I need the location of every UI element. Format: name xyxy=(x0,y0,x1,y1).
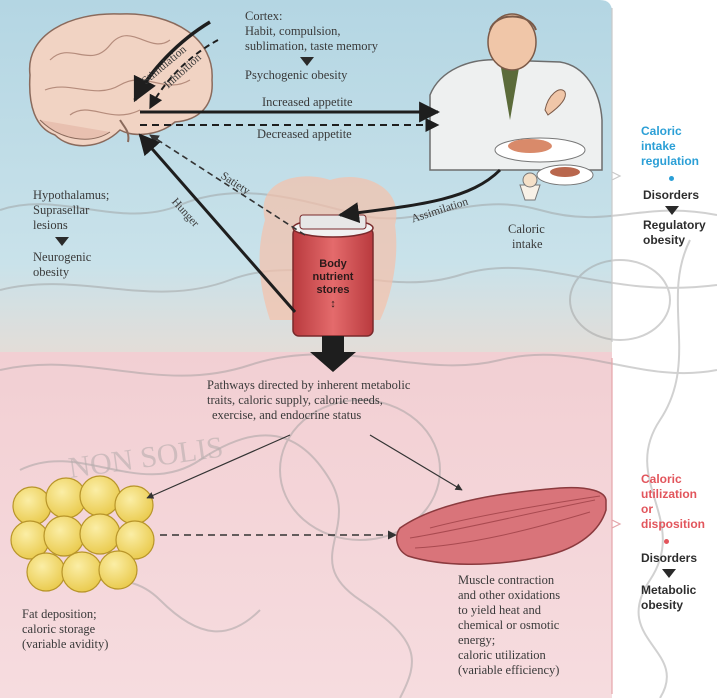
side-bottom-result-1: Metabolic xyxy=(641,583,696,598)
muscle-line-5: energy; xyxy=(458,633,495,648)
side-bottom-down-arrow-icon xyxy=(662,569,676,578)
muscle-line-1: Muscle contraction xyxy=(458,573,554,588)
fat-cell-cluster xyxy=(11,476,154,592)
side-bottom-result-2: obesity xyxy=(641,598,683,613)
body-stores-line-2: nutrient xyxy=(293,271,373,284)
side-top-heading-2: intake xyxy=(641,139,676,154)
side-bottom-dot-icon xyxy=(664,539,669,544)
decreased-appetite-label: Decreased appetite xyxy=(257,127,352,142)
cortex-title: Cortex: xyxy=(245,9,283,24)
side-top-disorders: Disorders xyxy=(643,188,699,203)
caloric-intake-line-1: Caloric xyxy=(508,222,545,237)
body-stores-line-1: Body xyxy=(293,258,373,271)
muscle-line-3: to yield heat and xyxy=(458,603,541,618)
muscle-line-7: (variable efficiency) xyxy=(458,663,559,678)
fat-line-3: (variable avidity) xyxy=(22,637,108,652)
caloric-intake-line-2: intake xyxy=(512,237,543,252)
hypothalamus-down-arrow-icon xyxy=(55,237,69,246)
side-top-heading-3: regulation xyxy=(641,154,699,169)
body-stores-line-3: stores xyxy=(293,284,373,297)
muscle-line-2: and other oxidations xyxy=(458,588,560,603)
muscle-line-6: caloric utilization xyxy=(458,648,546,663)
side-bottom-heading-3: or xyxy=(641,502,653,517)
fat-line-2: caloric storage xyxy=(22,622,95,637)
side-bottom-heading-2: utilization xyxy=(641,487,697,502)
hypothalamus-line-2: Suprasellar xyxy=(33,203,89,218)
neurogenic-obesity-line-2: obesity xyxy=(33,265,69,280)
pathways-line-3: exercise, and endocrine status xyxy=(212,408,361,423)
side-top-dot-icon xyxy=(669,176,674,181)
side-top-heading-1: Caloric xyxy=(641,124,682,139)
pathways-line-1: Pathways directed by inherent metabolic xyxy=(207,378,410,393)
side-bottom-heading-4: disposition xyxy=(641,517,705,532)
pathways-line-2: traits, caloric supply, caloric needs, xyxy=(207,393,383,408)
hypothalamus-line-1: Hypothalamus; xyxy=(33,188,109,203)
neurogenic-obesity-line-1: Neurogenic xyxy=(33,250,91,265)
cortex-line-1: Habit, compulsion, xyxy=(245,24,340,39)
side-top-down-arrow-icon xyxy=(665,206,679,215)
psychogenic-obesity-label: Psychogenic obesity xyxy=(245,68,347,83)
cortex-line-2: sublimation, taste memory xyxy=(245,39,378,54)
muscle-line-4: chemical or osmotic xyxy=(458,618,559,633)
body-nutrient-stores-jar xyxy=(260,176,397,336)
body-stores-mark: ↕ xyxy=(293,298,373,311)
side-top-result-1: Regulatory xyxy=(643,218,706,233)
cortex-down-arrow-icon xyxy=(300,57,314,66)
increased-appetite-label: Increased appetite xyxy=(262,95,353,110)
side-top-result-2: obesity xyxy=(643,233,685,248)
side-bottom-heading-1: Caloric xyxy=(641,472,682,487)
side-bottom-disorders: Disorders xyxy=(641,551,697,566)
hypothalamus-line-3: lesions xyxy=(33,218,68,233)
fat-line-1: Fat deposition; xyxy=(22,607,97,622)
